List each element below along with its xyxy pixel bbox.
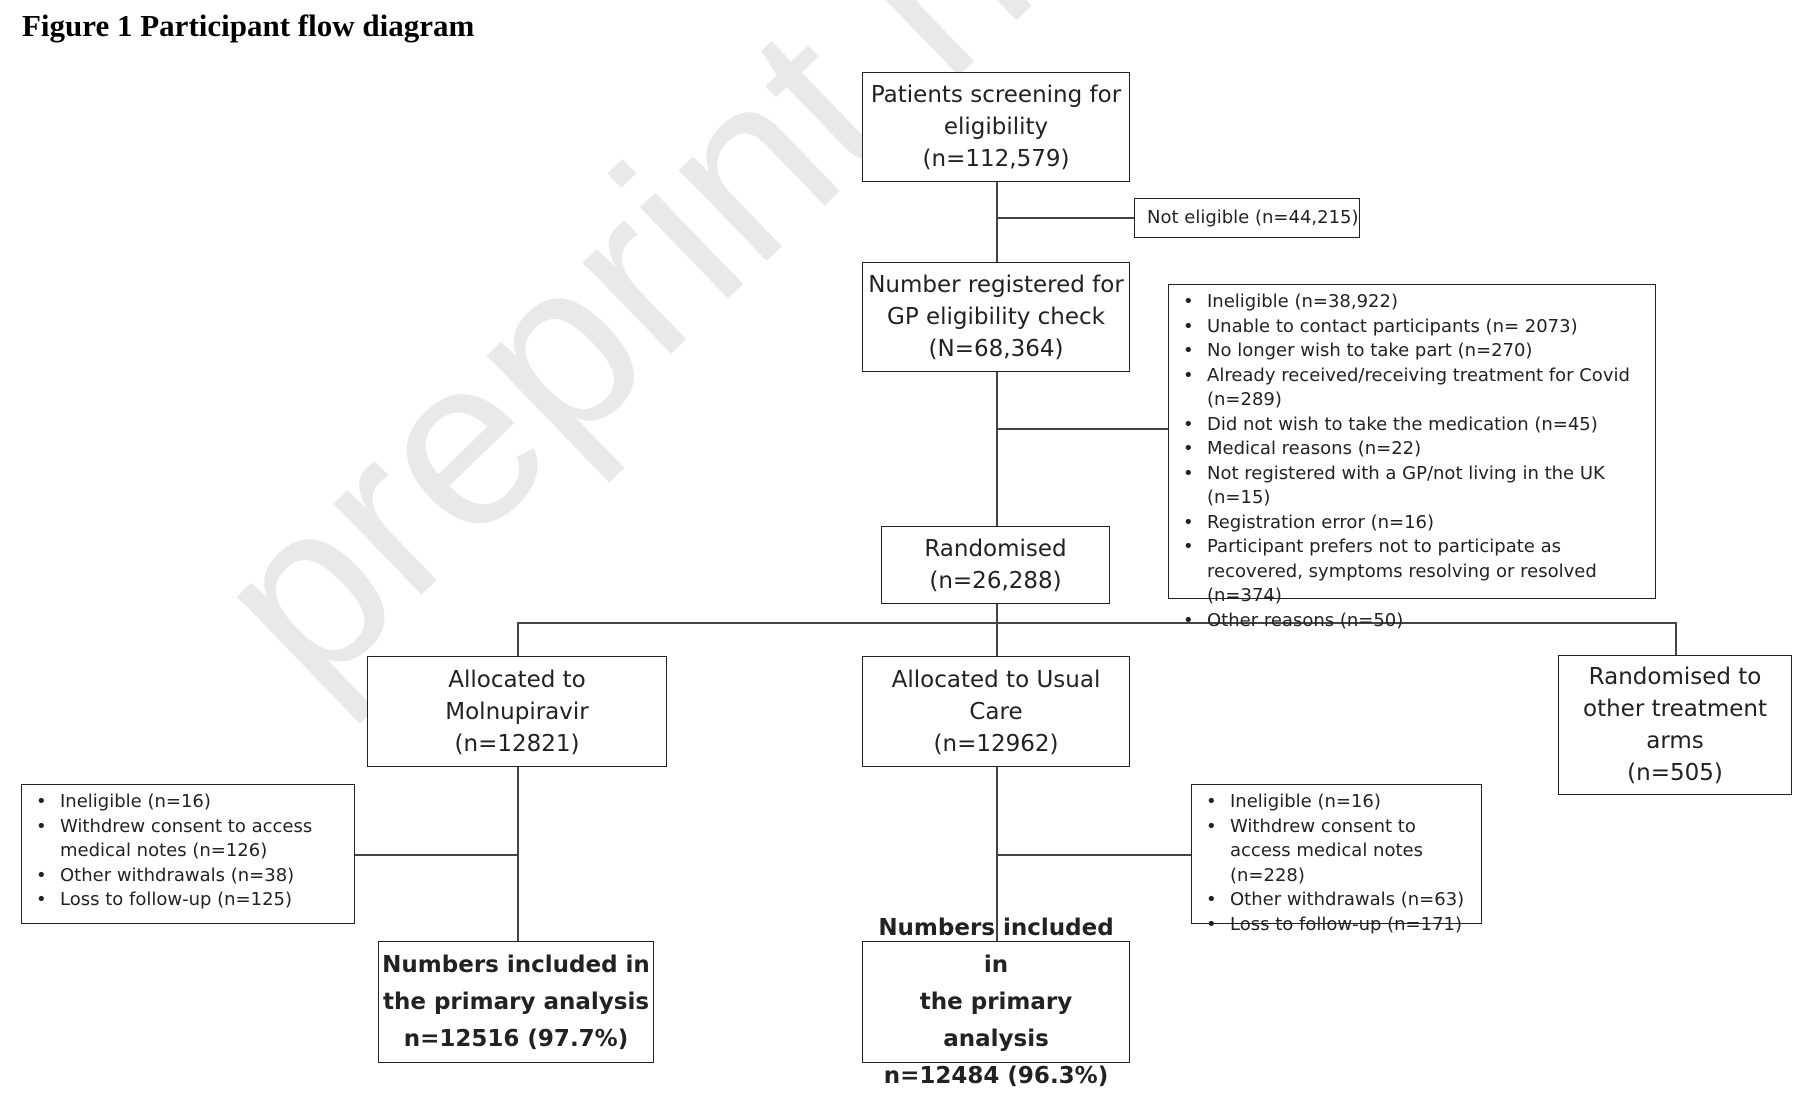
box-line: Numbers included in (878, 914, 1114, 978)
connector-line (996, 371, 998, 526)
box-line: (n=505) (1627, 760, 1723, 786)
list-item: Ineligible (n=38,922) (1169, 290, 1655, 315)
box-line: eligibility (943, 114, 1049, 140)
list-item: Medical reasons (n=22) (1169, 437, 1655, 462)
connector-line (996, 181, 998, 263)
list-item: Withdrew consent to access medical notes… (1192, 815, 1481, 889)
box-line: (n=12821) (454, 730, 580, 757)
list-item: Already received/receiving treatment for… (1169, 364, 1655, 413)
list-item: Other withdrawals (n=63) (1192, 888, 1481, 913)
connector-line (997, 217, 1134, 219)
usual-care-arm-box: Allocated to Usual Care (n=12962) (862, 656, 1130, 767)
list-item: No longer wish to take part (n=270) (1169, 339, 1655, 364)
list-item: Not registered with a GP/not living in t… (1169, 462, 1655, 511)
list-item: Ineligible (n=16) (22, 790, 354, 815)
not-eligible-box: Not eligible (n=44,215) (1134, 198, 1360, 238)
box-line: (n=112,579) (922, 146, 1070, 172)
box-line: Care (969, 698, 1023, 725)
list-item: Did not wish to take the medication (n=4… (1169, 413, 1655, 438)
box-line: Molnupiravir (445, 698, 589, 725)
molnupiravir-analysis-box: Numbers included in the primary analysis… (378, 941, 654, 1063)
box-line: GP eligibility check (887, 304, 1105, 330)
molnupiravir-losses-box: Ineligible (n=16) Withdrew consent to ac… (21, 784, 355, 924)
molnupiravir-arm-box: Allocated to Molnupiravir (n=12821) (367, 656, 667, 767)
list-item: Loss to follow-up (n=125) (22, 888, 354, 913)
connector-line (517, 622, 1677, 624)
connector-line (353, 854, 518, 856)
box-line: n=12516 (97.7%) (403, 1025, 629, 1052)
gp-check-box: Number registered for GP eligibility che… (862, 262, 1130, 372)
box-line: the primary analysis (919, 988, 1073, 1052)
exclusion-reasons-box: Ineligible (n=38,922) Unable to contact … (1168, 284, 1656, 633)
list-item: Unable to contact participants (n= 2073) (1169, 315, 1655, 340)
other-arms-box: Randomised to other treatment arms (n=50… (1558, 655, 1792, 795)
connector-line (1675, 622, 1677, 656)
usual-care-losses-box: Ineligible (n=16) Withdrew consent to ac… (1191, 784, 1482, 937)
box-line: Randomised to (1588, 664, 1762, 690)
usual-care-analysis-box: Numbers included in the primary analysis… (862, 915, 1130, 1089)
connector-line (996, 766, 998, 942)
box-line: (n=12962) (933, 730, 1059, 757)
box-line: the primary analysis (382, 988, 650, 1015)
connector-line (997, 854, 1192, 856)
figure-title: Figure 1 Participant flow diagram (22, 8, 475, 43)
screening-box: Patients screening for eligibility (n=11… (862, 72, 1130, 182)
list-item: Other reasons (n=50) (1169, 609, 1655, 634)
list-item: Withdrew consent to access medical notes… (22, 815, 354, 864)
box-line: Patients screening for (870, 82, 1122, 108)
box-line: Allocated to Usual (891, 666, 1101, 693)
box-line: Numbers included in (382, 951, 650, 978)
box-line: other treatment (1583, 696, 1767, 722)
box-line: Not eligible (n=44,215) (1147, 206, 1359, 228)
list-item: Ineligible (n=16) (1192, 790, 1481, 815)
box-line: (N=68,364) (928, 336, 1064, 362)
randomised-box: Randomised (n=26,288) (881, 526, 1110, 604)
box-line: arms (1646, 728, 1704, 754)
list-item: Registration error (n=16) (1169, 511, 1655, 536)
list-item: Other withdrawals (n=38) (22, 864, 354, 889)
list-item: Loss to follow-up (n=171) (1192, 913, 1481, 938)
connector-line (997, 428, 1169, 430)
box-line: Allocated to (448, 666, 586, 693)
list-item: Participant prefers not to participate a… (1169, 535, 1655, 609)
connector-line (996, 603, 998, 657)
connector-line (517, 622, 519, 657)
box-line: n=12484 (96.3%) (883, 1062, 1109, 1089)
box-line: Number registered for (868, 272, 1124, 298)
box-line: (n=26,288) (929, 568, 1062, 594)
box-line: Randomised (924, 536, 1067, 562)
